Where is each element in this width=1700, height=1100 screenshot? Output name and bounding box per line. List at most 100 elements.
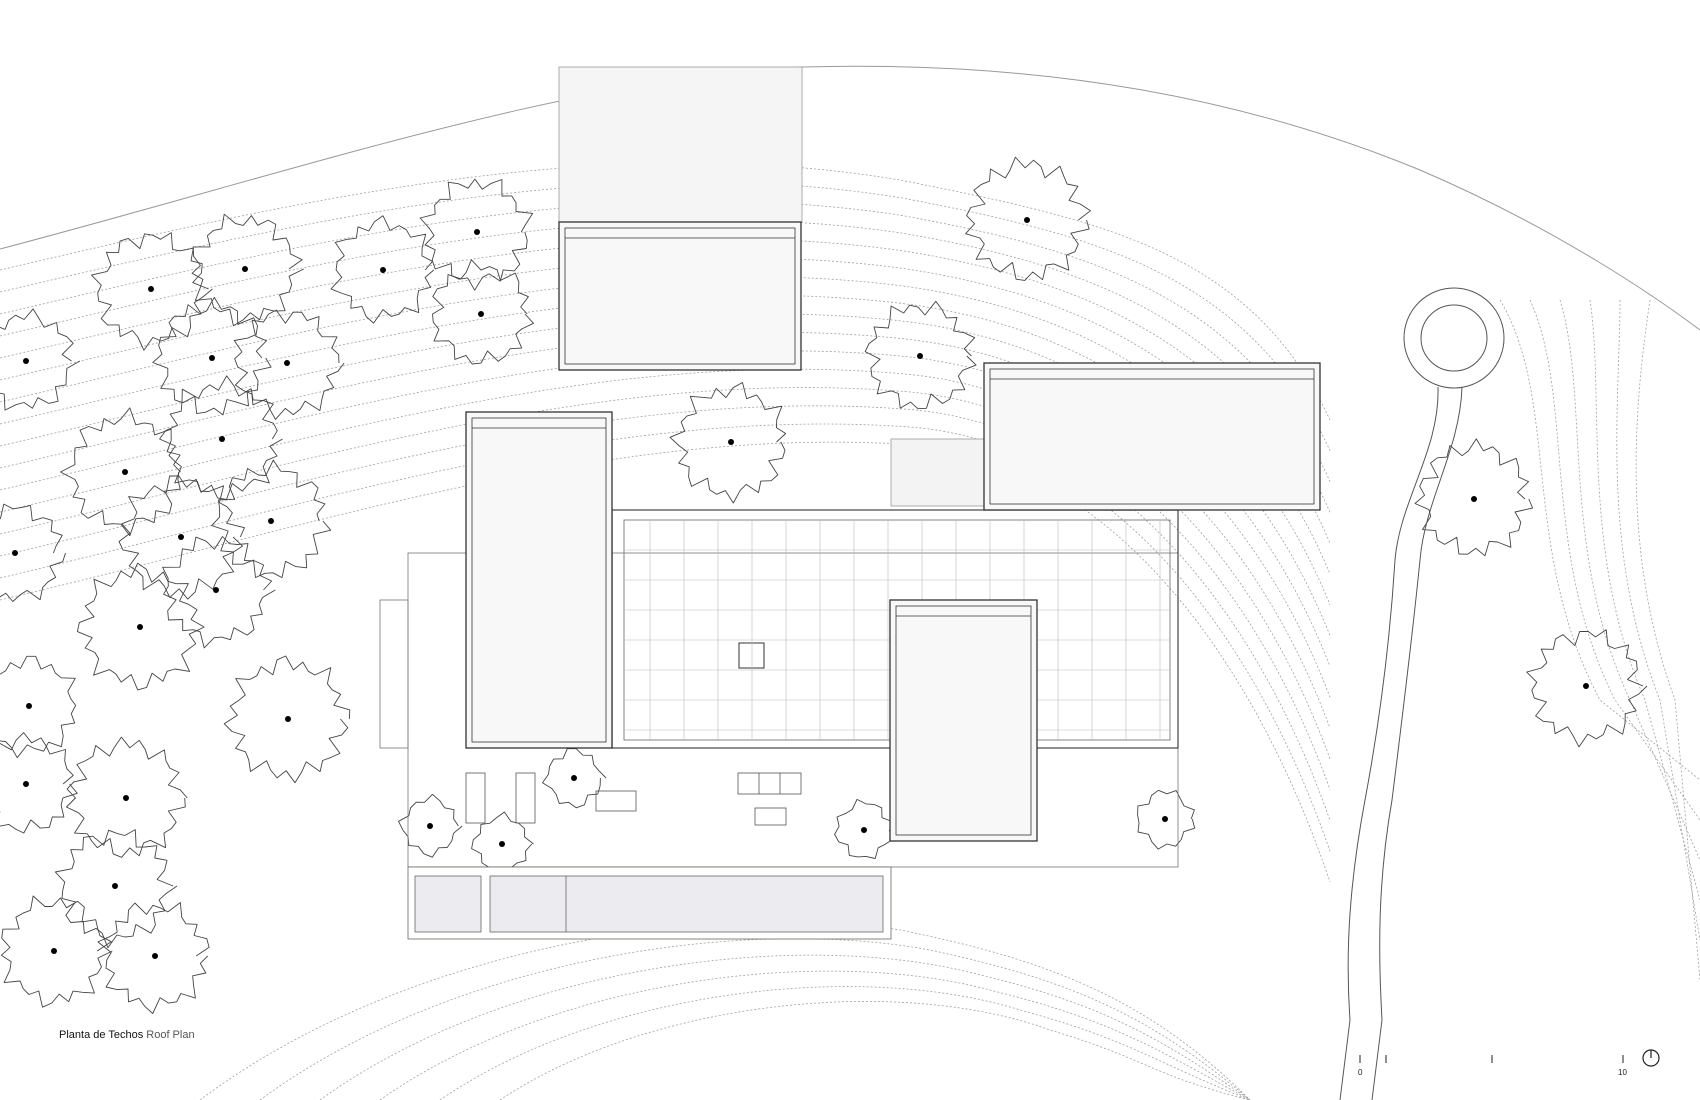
- tree-trunk-dot: [112, 883, 118, 889]
- skylight: [738, 642, 765, 669]
- tree-trunk-dot: [1471, 496, 1477, 502]
- contour-line: [0, 257, 1331, 575]
- contour-line: [0, 405, 1331, 821]
- roof-west: [465, 411, 613, 749]
- tree-trunk-dot: [268, 518, 274, 524]
- contour-line: [1499, 299, 1700, 781]
- title-es: Planta de Techos: [59, 1029, 144, 1041]
- tree-canopy: [0, 308, 81, 411]
- tree-canopy: [1137, 789, 1196, 850]
- contour-line: [1616, 299, 1700, 941]
- contour-line: [0, 368, 1331, 759]
- tree-canopy: [0, 655, 77, 759]
- tree-trunk-dot: [285, 716, 291, 722]
- tree-canopy: [1414, 438, 1534, 557]
- tree-canopy: [223, 655, 351, 784]
- contour-line: [0, 387, 1331, 790]
- contour-line: [0, 162, 1331, 421]
- tree-trunk-dot: [728, 439, 734, 445]
- tree-canopy: [162, 536, 276, 649]
- tree-trunk-dot: [12, 550, 18, 556]
- roof-south: [889, 599, 1038, 842]
- tree-trunk-dot: [219, 436, 225, 442]
- tree-trunk-dot: [178, 534, 184, 540]
- tree-trunk-dot: [427, 823, 433, 829]
- drawing-title: Planta de Techos Roof Plan: [59, 1029, 195, 1041]
- tree-trunk-dot: [213, 587, 219, 593]
- scale-start-label: 0: [1358, 1068, 1363, 1077]
- scale-bar: [1359, 1055, 1624, 1063]
- contour-line: [199, 921, 1251, 1100]
- tree-trunk-dot: [478, 311, 484, 317]
- tree-trunk-dot: [123, 795, 129, 801]
- contour-line: [499, 1001, 1251, 1100]
- site-boundary: [0, 65, 1700, 331]
- tree-canopy: [398, 793, 463, 858]
- tree-trunk-dot: [242, 266, 248, 272]
- tree-canopy: [471, 811, 534, 877]
- tree-trunk-dot: [380, 267, 386, 273]
- contour-line: [0, 200, 1331, 482]
- tree-canopy: [152, 296, 272, 416]
- tree-trunk-dot: [209, 355, 215, 361]
- trees: [0, 156, 1648, 1014]
- tree-canopy: [191, 213, 304, 327]
- tree-trunk-dot: [148, 286, 154, 292]
- contour-line: [0, 441, 1331, 883]
- tree-trunk-dot: [26, 703, 32, 709]
- tree-trunk-dot: [917, 353, 923, 359]
- contour-line: [439, 986, 1251, 1100]
- roof-east: [983, 362, 1321, 511]
- contour-line: [319, 954, 1251, 1100]
- tree-canopy: [1526, 629, 1648, 748]
- tree-canopy: [0, 732, 78, 834]
- contour-line: [379, 970, 1251, 1100]
- north-arrow-icon: [1642, 1049, 1660, 1067]
- contour-line: [1529, 299, 1700, 821]
- stair: [379, 599, 409, 749]
- contour-line: [0, 350, 1331, 729]
- tree-canopy: [65, 736, 188, 858]
- contour-line: [0, 181, 1331, 451]
- tree-canopy: [233, 309, 345, 420]
- title-en: Roof Plan: [146, 1029, 195, 1041]
- contour-line: [1589, 299, 1700, 901]
- tree-trunk-dot: [1024, 217, 1030, 223]
- outdoor-furniture: [465, 772, 802, 826]
- tree-canopy: [669, 382, 787, 504]
- tree-trunk-dot: [23, 358, 29, 364]
- tree-trunk-dot: [1583, 683, 1589, 689]
- tree-canopy: [60, 407, 181, 537]
- driveway: [1339, 287, 1505, 1100]
- paved-court: [558, 66, 803, 223]
- tree-canopy: [542, 748, 607, 809]
- contour-line: [0, 219, 1331, 513]
- tree-canopy: [330, 215, 435, 324]
- tree-trunk-dot: [152, 953, 158, 959]
- tree-canopy: [965, 156, 1091, 281]
- contour-line: [0, 294, 1331, 636]
- tree-canopy: [0, 895, 113, 1008]
- tree-canopy: [91, 232, 213, 351]
- contour-line: [1559, 299, 1700, 861]
- scale-end-label: 10: [1618, 1068, 1627, 1077]
- spa: [414, 875, 482, 933]
- tree-canopy: [864, 300, 977, 410]
- tree-canopy: [76, 562, 205, 691]
- pool: [489, 875, 884, 933]
- tree-canopy: [834, 798, 895, 859]
- tree-canopy: [97, 902, 210, 1014]
- tree-trunk-dot: [23, 781, 29, 787]
- tree-canopy: [419, 178, 534, 291]
- tree-trunk-dot: [861, 827, 867, 833]
- tree-canopy: [118, 475, 245, 600]
- tree-trunk-dot: [1162, 816, 1168, 822]
- tree-trunk-dot: [137, 624, 143, 630]
- roof-north: [558, 221, 802, 371]
- contour-line: [1635, 299, 1700, 981]
- tree-trunk-dot: [571, 775, 577, 781]
- tree-canopy: [0, 503, 66, 602]
- tree-canopy: [54, 829, 178, 949]
- paved-small: [890, 438, 985, 507]
